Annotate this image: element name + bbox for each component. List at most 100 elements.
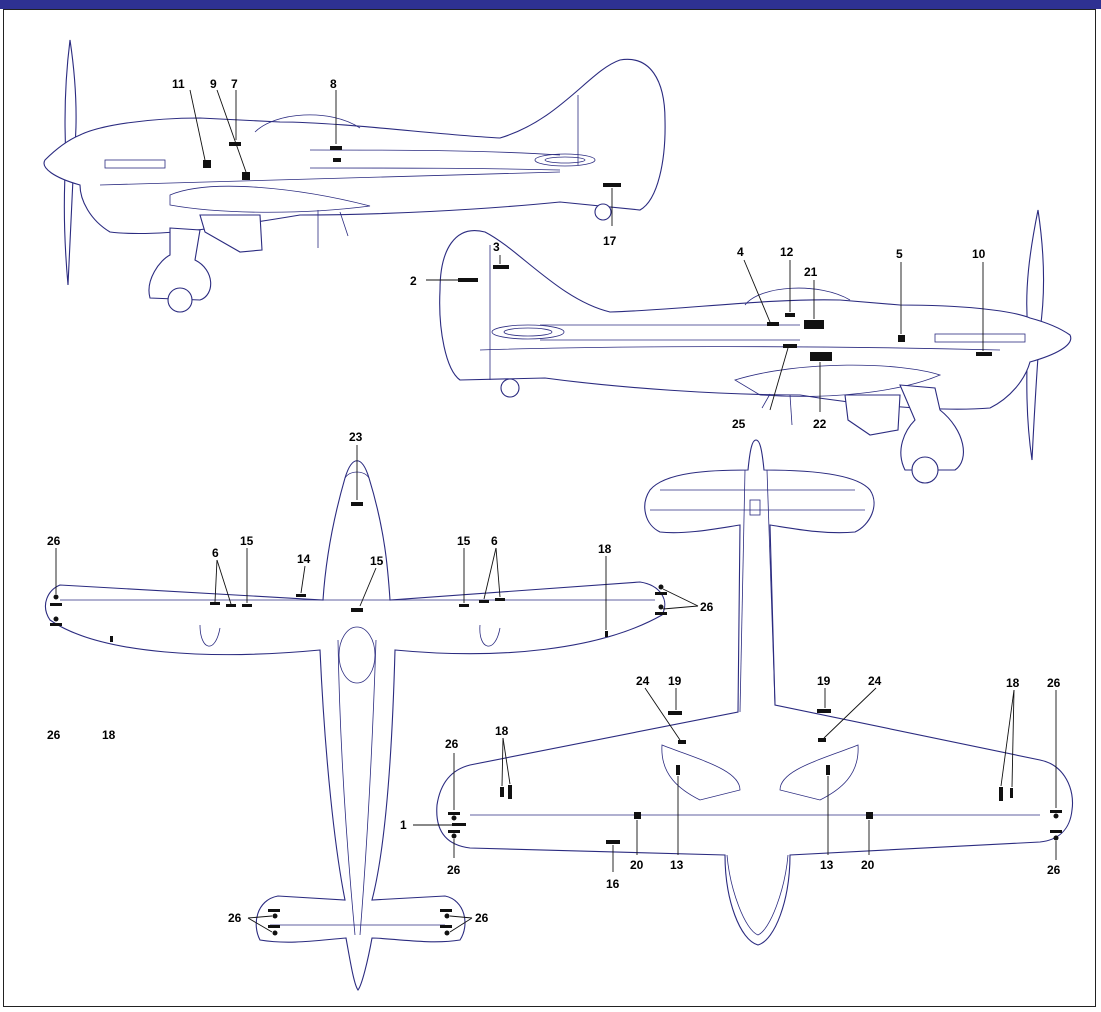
callout-11: 11 — [172, 77, 185, 91]
mark-26d — [655, 612, 667, 615]
dot-26k — [1053, 813, 1059, 819]
callout-22: 22 — [813, 417, 827, 431]
mark-9 — [242, 172, 250, 180]
mark-14 — [296, 594, 306, 597]
callout-20-right: 20 — [861, 858, 875, 872]
top-view-markings: 23 26 6 15 14 15 15 6 18 26 26 18 26 26 — [47, 430, 714, 936]
dot-26d — [658, 604, 664, 610]
callout-6-right: 6 — [491, 534, 498, 548]
callout-26-bottomright-bottom: 26 — [1047, 863, 1061, 877]
callout-15-right: 15 — [457, 534, 471, 548]
mark-11 — [203, 160, 211, 168]
mark-3 — [493, 265, 509, 269]
callout-25: 25 — [732, 417, 746, 431]
mark-23 — [351, 502, 363, 506]
mark-17 — [603, 183, 621, 187]
mark-18e — [999, 787, 1003, 801]
mark-10 — [976, 352, 992, 356]
mark-18f — [1010, 788, 1013, 798]
callout-7: 7 — [231, 77, 238, 91]
callout-2: 2 — [410, 274, 417, 288]
dot-26j — [451, 833, 457, 839]
dot-26i — [451, 815, 457, 821]
mark-18b — [110, 636, 113, 642]
callout-12: 12 — [780, 245, 794, 259]
leader-24b — [823, 687, 877, 739]
leader-18c — [501, 737, 504, 787]
callout-3: 3 — [493, 240, 500, 254]
mark-26i — [448, 812, 460, 815]
mark-26e — [268, 909, 280, 912]
dot-26c — [658, 584, 664, 590]
mark-15b — [459, 604, 469, 607]
mark-26j — [448, 830, 460, 833]
callout-18-left: 18 — [102, 728, 116, 742]
mark-26f — [268, 925, 280, 928]
dot-26g — [444, 913, 450, 919]
bottom-view-markings: 24 19 19 24 18 26 26 18 1 26 16 20 13 13… — [400, 674, 1062, 891]
callout-15-left: 15 — [240, 534, 254, 548]
mark-26b — [50, 623, 62, 626]
dot-26a — [53, 594, 59, 600]
mark-8b — [333, 158, 341, 162]
mark-13b — [826, 765, 830, 775]
callout-1: 1 — [400, 818, 407, 832]
mark-18c — [500, 787, 504, 797]
mark-1 — [452, 823, 466, 826]
mark-20b — [866, 812, 873, 819]
mark-19b — [817, 709, 831, 713]
side-view-left — [43, 39, 666, 313]
dot-26f — [272, 930, 278, 936]
mark-4 — [767, 322, 779, 326]
mark-25 — [783, 344, 797, 348]
callout-19-left: 19 — [668, 674, 682, 688]
leader-9 — [216, 89, 247, 173]
dot-26b — [53, 616, 59, 622]
callout-5: 5 — [896, 247, 903, 261]
callout-18-bottomleft: 18 — [495, 724, 509, 738]
leader-4 — [743, 259, 771, 323]
mark-26a — [50, 603, 62, 606]
callout-18-bottomright: 18 — [1006, 676, 1020, 690]
leader-26c — [662, 588, 699, 607]
header-bar — [0, 0, 1101, 9]
callout-15-center: 15 — [370, 554, 384, 568]
leader-6d — [495, 547, 501, 598]
side-right-markings: 3 2 4 12 21 5 10 25 22 — [410, 240, 992, 431]
leader-15-center — [359, 567, 377, 607]
mark-26c — [655, 592, 667, 595]
callout-16: 16 — [606, 877, 620, 891]
callout-8: 8 — [330, 77, 337, 91]
leader-26d — [662, 605, 699, 610]
dot-26e — [272, 913, 278, 919]
side-left-markings: 11 9 7 8 17 — [172, 77, 621, 248]
mark-6a — [210, 602, 220, 605]
leader-25 — [769, 347, 789, 411]
callout-4: 4 — [737, 245, 744, 259]
callout-9: 9 — [210, 77, 217, 91]
callout-21: 21 — [804, 265, 818, 279]
leader-11 — [189, 89, 206, 161]
bottom-view — [436, 439, 1074, 946]
callout-26-bottomleft-bottom: 26 — [447, 863, 461, 877]
mark-26g — [440, 909, 452, 912]
callout-26-bottomleft-top: 26 — [445, 737, 459, 751]
mark-2 — [458, 278, 478, 282]
top-view — [45, 460, 666, 991]
callout-26-right: 26 — [700, 600, 714, 614]
leader-26g — [449, 915, 473, 919]
callout-26-tailplane-right: 26 — [475, 911, 489, 925]
mark-6b — [226, 604, 236, 607]
callout-6-left: 6 — [212, 546, 219, 560]
leader-6c — [483, 547, 497, 600]
leader-14 — [300, 565, 306, 594]
mark-16 — [606, 840, 620, 844]
leader-6a — [214, 559, 218, 603]
callout-13-right: 13 — [820, 858, 834, 872]
callout-26-tailplane: 26 — [228, 911, 242, 925]
leader-24a — [644, 687, 681, 741]
mark-24b — [818, 738, 826, 742]
diagram-frame — [3, 9, 1096, 1007]
callout-26-bottomright-top: 26 — [1047, 676, 1061, 690]
